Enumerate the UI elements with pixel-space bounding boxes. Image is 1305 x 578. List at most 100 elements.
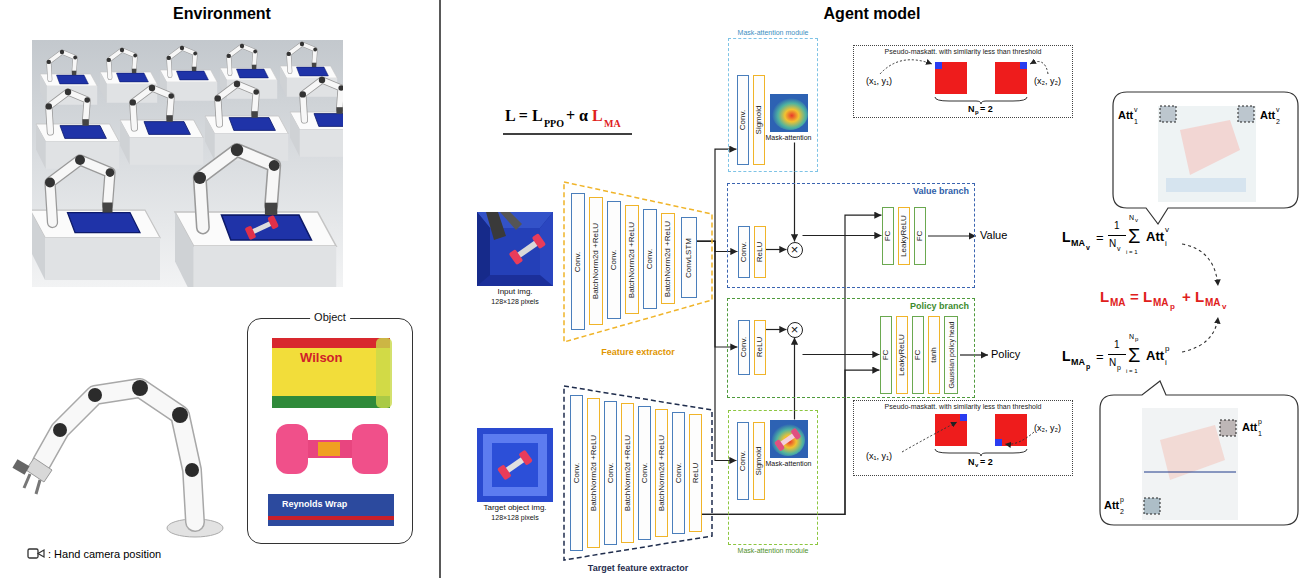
annotation-label: Att [1242, 422, 1257, 433]
extractor-frame: Target feature extractorConv.BatchNorm2d… [563, 384, 713, 562]
attention-callouts [1220, 420, 1236, 436]
panel-heading: Object [310, 312, 350, 323]
pseudo-mask-figure [880, 60, 1048, 456]
pseudo-mask-figure [935, 414, 967, 446]
image-caption: Mask-attention [766, 134, 812, 141]
attention-callouts [1144, 472, 1236, 473]
image-caption: Target object img. [483, 504, 546, 512]
object-photos [376, 338, 392, 408]
annotation-label: v [1117, 245, 1121, 252]
annotation-label: L [1062, 349, 1071, 363]
object-photos [352, 424, 388, 474]
mask-attention-maps [790, 428, 801, 440]
simulation-render [40, 50, 97, 105]
target-image [492, 443, 538, 487]
target-image [518, 450, 533, 466]
layer-label: Conv. [739, 450, 747, 470]
target-image [497, 450, 533, 481]
layer-box: Conv. [737, 75, 749, 165]
attention-callouts [1238, 106, 1254, 122]
pseudo-mask-title: Pseudo-maskatt. with similarity less tha… [885, 403, 1042, 410]
annotation-label: 1 [1114, 221, 1120, 231]
layer-label: Conv. [641, 463, 649, 483]
annotation-label: i = 1 [1126, 249, 1138, 255]
annotation-label: : Hand camera position [48, 549, 161, 560]
input-image [477, 212, 553, 286]
pseudo-mask-figure [935, 62, 967, 94]
pseudo-mask-figure [995, 439, 1002, 446]
module-frame: Policy branchConv.ReLU×FCLeakyReLUFCtanh… [727, 298, 975, 398]
layer-label: Conv. [740, 241, 748, 261]
layer-box: ReLU [689, 414, 702, 532]
image-panel: Target object img.128×128 pixels [477, 428, 553, 502]
layer-label: ReLU [756, 337, 764, 357]
layer-box: Conv. [604, 401, 617, 545]
target-image [477, 428, 553, 502]
attention-callouts [1166, 178, 1246, 192]
object-photos [276, 424, 308, 474]
layer-label: FC [914, 349, 922, 360]
mask-attention-maps [771, 424, 805, 456]
input-image [500, 212, 522, 230]
extractor-label: Target feature extractor [588, 564, 688, 573]
layer-label: Conv. [610, 250, 618, 270]
annotation-label: p [975, 109, 979, 115]
layer-label: Sigmoid [755, 446, 763, 475]
module-label: Value branch [913, 187, 969, 196]
multiply-symbol: × [791, 322, 799, 335]
annotation-label: p [1165, 345, 1169, 353]
layer-box: Conv. [571, 193, 585, 330]
object-photos [300, 440, 360, 458]
pseudo-mask-figure [960, 414, 967, 421]
layer-label: Conv. [607, 463, 615, 483]
annotation-label: i [1165, 240, 1167, 248]
annotation-label: L [1100, 289, 1109, 304]
layer-label: Gaussian policy head [947, 321, 954, 388]
robot-arm-figure [53, 423, 67, 437]
module-frame: Mask-attention moduleConv.SigmoidMask-at… [728, 38, 818, 172]
pseudo-mask-panel: Pseudo-maskatt. with similarity less tha… [853, 400, 1073, 476]
output-arrows [928, 235, 976, 236]
equation-rules [503, 133, 632, 134]
layer-box: Conv. [672, 412, 685, 534]
layer-label: BatchNorm2d +ReLU [592, 223, 600, 299]
annotation-label: p [1117, 364, 1121, 371]
input-image [477, 212, 490, 286]
trapezoid-outline [564, 386, 712, 560]
layer-box: BatchNorm2d +ReLU [621, 403, 634, 543]
annotation-label: v [1222, 303, 1226, 311]
layer-label: BatchNorm2d +ReLU [624, 435, 632, 511]
layer-label: Conv. [740, 337, 748, 357]
annotation-label: i [1165, 359, 1167, 367]
robot-arm-figure [24, 474, 40, 494]
pseudo-mask-figure [935, 449, 1027, 456]
layer-label: Sigmoid [755, 105, 763, 134]
camera-icon [38, 550, 44, 557]
input-image [477, 212, 553, 286]
image-caption: Input img. [497, 288, 532, 296]
image-caption: Mask-attention [766, 460, 812, 467]
layer-box: Conv. [570, 395, 583, 551]
connector-arrow [794, 338, 795, 420]
layer-label: Conv. [573, 463, 581, 483]
robot-arm-figure [132, 380, 148, 396]
panel-divider [439, 0, 441, 578]
annotation-label: 2 [1120, 508, 1124, 515]
object-photos [318, 442, 340, 456]
layer-box: Conv. [738, 226, 750, 278]
output-arrows [960, 354, 988, 355]
object-photos [272, 338, 390, 408]
annotation-label: = [1096, 350, 1104, 363]
image-caption: 128×128 pixels [491, 514, 538, 521]
pseudo-mask-figure [1030, 62, 1048, 74]
annotation-label: N [1109, 358, 1116, 368]
annotation-label: v [1086, 244, 1090, 251]
panel-heading: Environment [173, 6, 271, 22]
annotation-label: Att [1260, 110, 1275, 121]
annotation-label: v [1276, 106, 1280, 113]
layer-label: ReLU [756, 241, 764, 261]
layer-box: FC [914, 207, 926, 265]
image-panel: Mask-attention [770, 420, 808, 458]
annotation-label: MA [1110, 298, 1126, 308]
layer-box: Gaussian policy head [944, 316, 958, 394]
